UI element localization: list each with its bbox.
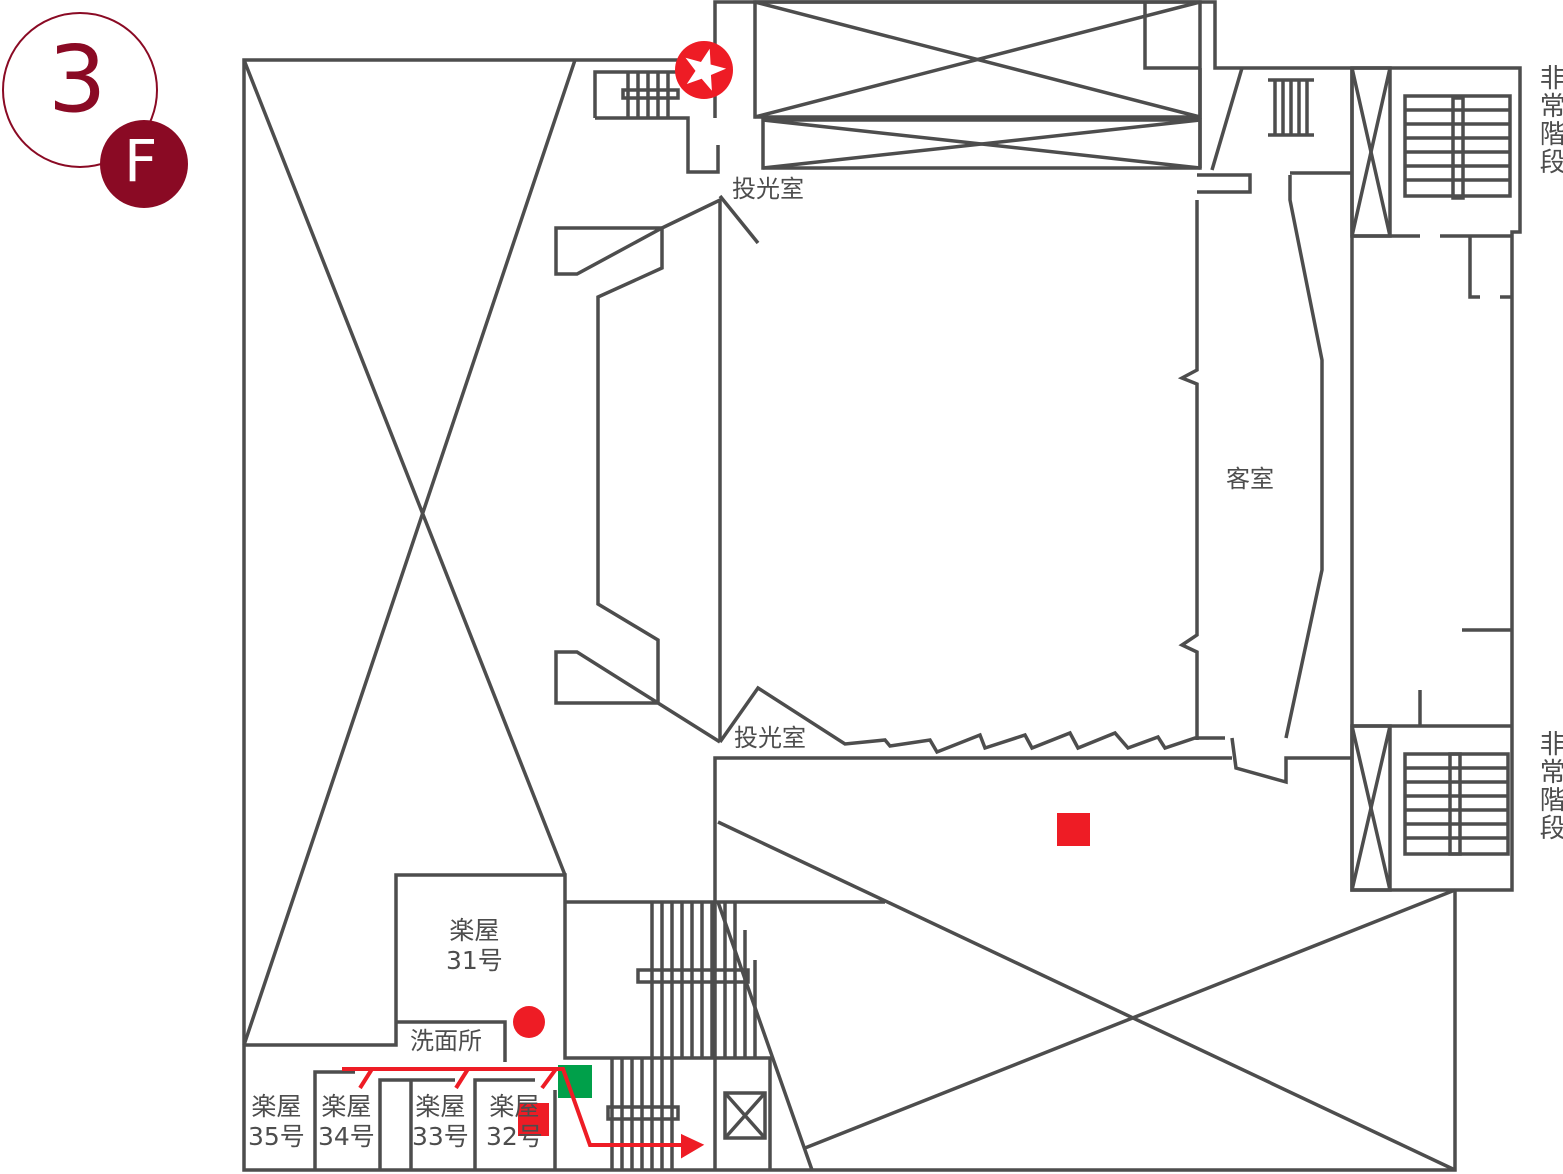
dressing-32-line2: 32号	[486, 1122, 543, 1151]
elevator-icon	[723, 1091, 767, 1140]
dressing-33-line1: 楽屋	[415, 1092, 466, 1121]
dressing-33-line2: 33号	[412, 1122, 469, 1151]
walls	[242, 0, 1522, 1172]
label-auditorium: 客室	[1226, 465, 1274, 493]
emergency-stairs-top-drawing	[1403, 94, 1512, 200]
label-projection-room-bottom: 投光室	[734, 724, 806, 752]
dressing-35-line1: 楽屋	[251, 1092, 302, 1121]
emergency-stairs-bottom-drawing	[1403, 752, 1510, 856]
red-circle-marker-icon	[513, 1006, 545, 1038]
label-dressing-room-33: 楽屋 33号	[412, 1092, 469, 1152]
dressing-31-line2: 31号	[446, 946, 503, 975]
label-washroom: 洗面所	[410, 1027, 482, 1055]
floor-suffix-badge: F	[100, 120, 188, 208]
label-emergency-stairs-bottom: 非常階段	[1535, 730, 1563, 842]
label-dressing-room-32: 楽屋 32号	[486, 1092, 543, 1152]
label-dressing-room-35: 楽屋 35号	[248, 1092, 305, 1152]
label-dressing-room-34: 楽屋 34号	[318, 1092, 375, 1152]
floor-suffix: F	[124, 127, 158, 195]
label-emergency-stairs-top: 非常階段	[1535, 64, 1563, 176]
label-projection-room-top: 投光室	[732, 175, 804, 203]
stairs-bottom	[606, 902, 757, 1170]
evacuation-route-arrow-icon	[342, 1067, 705, 1159]
floor-number: 3	[48, 26, 107, 133]
red-square-marker-icon	[1057, 813, 1090, 846]
dressing-35-line2: 35号	[248, 1122, 305, 1151]
dressing-34-line2: 34号	[318, 1122, 375, 1151]
dressing-31-line1: 楽屋	[449, 916, 500, 945]
label-dressing-room-31: 楽屋 31号	[446, 916, 503, 976]
fire-alarm-star-icon	[675, 41, 733, 99]
dressing-34-line1: 楽屋	[321, 1092, 372, 1121]
dressing-32-line1: 楽屋	[489, 1092, 540, 1121]
stairs-top	[621, 72, 680, 118]
red-square-marker-icon	[518, 1103, 549, 1136]
stairs-upper-right	[1268, 78, 1314, 137]
